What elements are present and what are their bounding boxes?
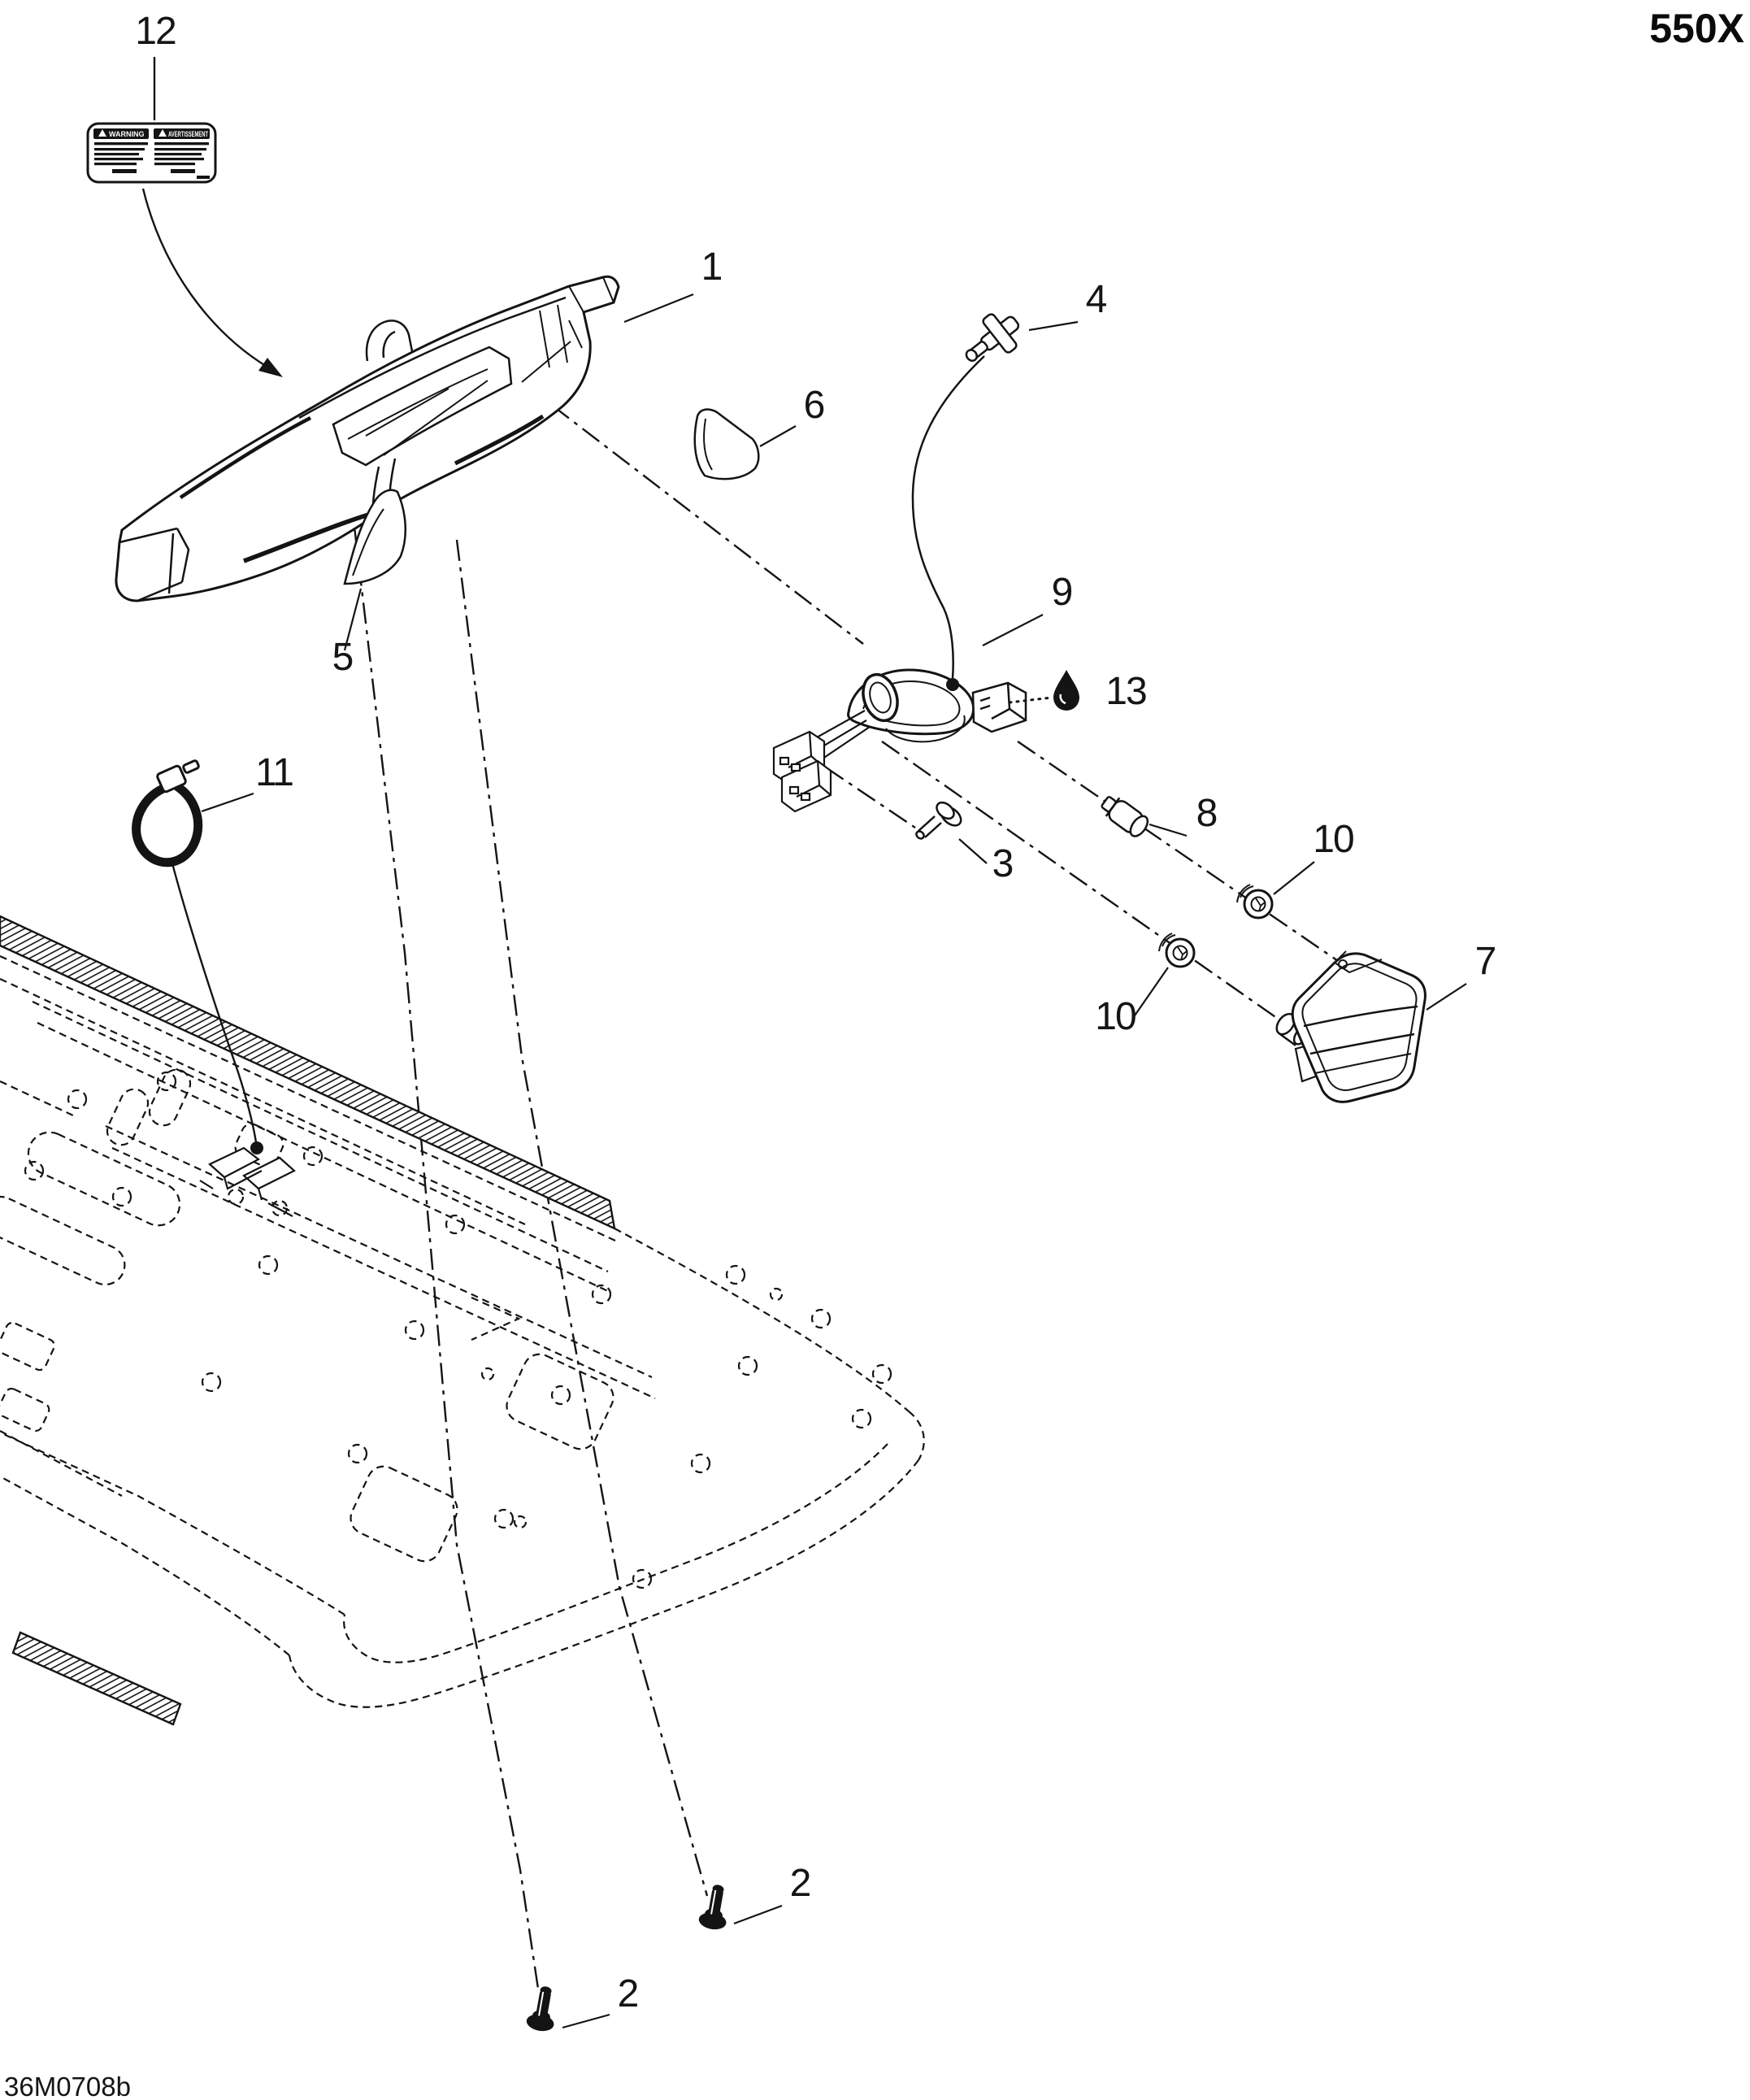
leader-line-7 <box>1426 983 1467 1011</box>
cable-tie <box>132 759 263 1154</box>
part-label-1: 1 <box>701 246 722 289</box>
model-code: 550X <box>1649 6 1744 51</box>
diagram-code: 36M0708b <box>4 2072 131 2100</box>
part-label-9: 9 <box>1052 571 1072 614</box>
leader-line-10b <box>1132 967 1169 1019</box>
wire-end-dot <box>250 1141 263 1154</box>
cable-tie-wire <box>171 863 258 1143</box>
part-label-8: 8 <box>1196 792 1217 835</box>
part-label-2a: 2 <box>790 1862 810 1905</box>
leader-line-1 <box>623 293 694 324</box>
harness-connector-right <box>971 681 1027 733</box>
deflector-fin-right <box>693 408 760 480</box>
leader-line-9 <box>982 614 1044 646</box>
wire-junction-dot <box>946 678 959 691</box>
harness-grommet <box>862 672 899 723</box>
part-label-6: 6 <box>804 384 824 427</box>
grommet <box>1236 884 1274 920</box>
mount-screw <box>698 1885 727 1930</box>
bulb <box>1101 796 1149 837</box>
warning-header-text: WARNING <box>109 130 145 138</box>
leader-line-13 <box>1008 696 1053 704</box>
tunnel-frame <box>0 915 925 1726</box>
leader-line-5 <box>343 588 363 651</box>
part-label-12: 12 <box>135 10 176 53</box>
part-label-5: 5 <box>332 636 353 679</box>
leader-line-4 <box>1028 320 1079 332</box>
grease-drop-icon <box>1053 670 1079 711</box>
deflector-fin-left <box>343 489 407 585</box>
clip-wire <box>911 355 985 679</box>
part-label-2b: 2 <box>618 1972 638 2015</box>
leader-line-6 <box>759 425 797 447</box>
avertissement-header-bar <box>154 128 210 139</box>
luggage-rack-part <box>115 275 620 602</box>
part-label-7: 7 <box>1475 940 1496 983</box>
part-label-11: 11 <box>255 751 293 794</box>
tunnel-bracket <box>199 1146 296 1217</box>
part-label-13: 13 <box>1105 670 1146 713</box>
arrowhead <box>258 358 283 377</box>
part-label-3: 3 <box>992 842 1013 885</box>
wiring-harness <box>772 668 1027 813</box>
part-label-4: 4 <box>1086 278 1107 321</box>
part-label-10b: 10 <box>1095 995 1136 1038</box>
taillight <box>1275 950 1426 1103</box>
warning-fine-print <box>94 142 210 179</box>
leader-lines <box>201 293 1467 2029</box>
harness-connectors-left <box>772 730 832 813</box>
part-label-10a: 10 <box>1313 818 1353 861</box>
warning-triangle-icon <box>158 129 167 137</box>
leader-line-8 <box>1149 823 1188 837</box>
axis-lines <box>353 381 1344 1989</box>
leader-line-11 <box>201 792 254 813</box>
leader-line-10a <box>1273 861 1315 895</box>
leader-line-2b <box>562 2013 610 2029</box>
warning-header-bar <box>93 128 149 139</box>
grommet <box>1158 933 1196 968</box>
leader-line-2a <box>733 1904 783 1925</box>
screw-m5 <box>915 801 962 840</box>
mount-screw <box>526 1986 554 2032</box>
warning-triangle-icon <box>98 129 106 137</box>
leader-line-3 <box>958 838 988 864</box>
leader-line-12 <box>141 57 283 377</box>
push-clip <box>965 313 1020 362</box>
grip-strip-top <box>0 915 616 1231</box>
grip-strip-lower <box>11 1631 182 1726</box>
warning-decal: WARNING AVERTISSEMENT <box>86 122 217 184</box>
avertissement-header-text: AVERTISSEMENT <box>168 130 208 138</box>
taillight-post <box>1338 959 1348 969</box>
